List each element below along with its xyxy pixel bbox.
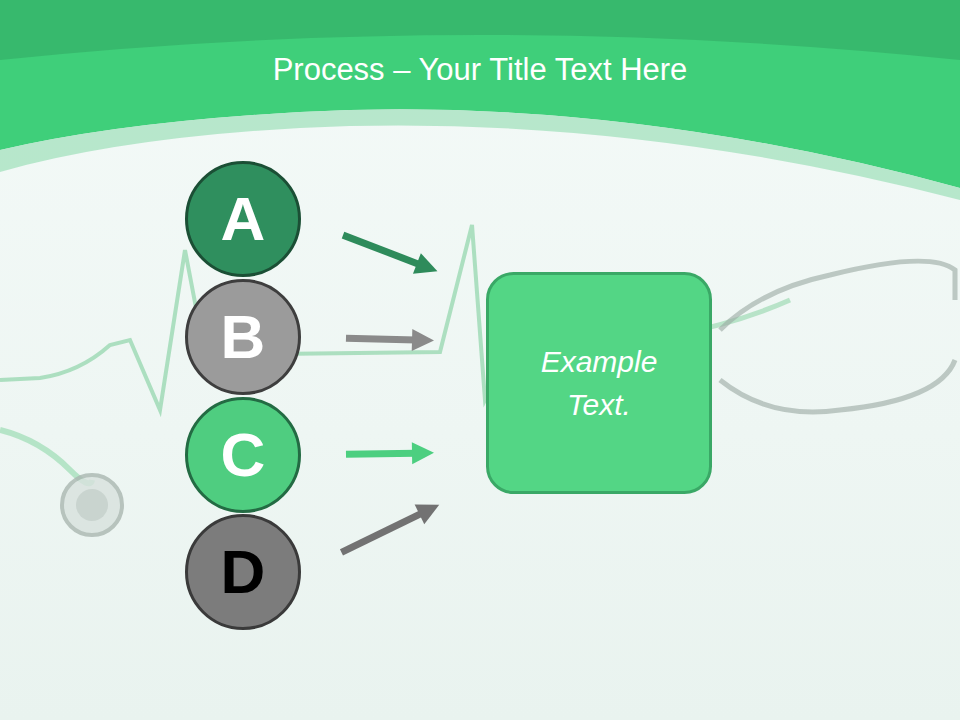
flow-arrow [346,329,434,351]
step-circle: A [185,161,301,277]
arrow-shaft [346,453,416,454]
arrow-shaft [346,338,416,340]
flow-arrow [343,235,437,274]
arrow-head [412,442,434,464]
arrow-shaft [341,513,423,553]
box-outline [486,272,712,494]
box-text: Example Text. [524,340,674,427]
flow-arrow [341,504,439,552]
slide-title: Process – Your Title Text Here [0,52,960,88]
arrow-head [413,253,437,274]
step-letter: D [221,541,266,603]
step-circle: D [185,514,301,630]
step-circle: C [185,397,301,513]
arrow-head [412,329,434,351]
process-box: Example Text. [486,272,712,494]
step-circle: B [185,279,301,395]
arrow-head [415,504,440,524]
step-letter: B [221,306,266,368]
arrow-shaft [343,235,421,265]
flow-arrow [346,442,434,464]
step-letter: A [221,188,266,250]
step-letter: C [221,424,266,486]
